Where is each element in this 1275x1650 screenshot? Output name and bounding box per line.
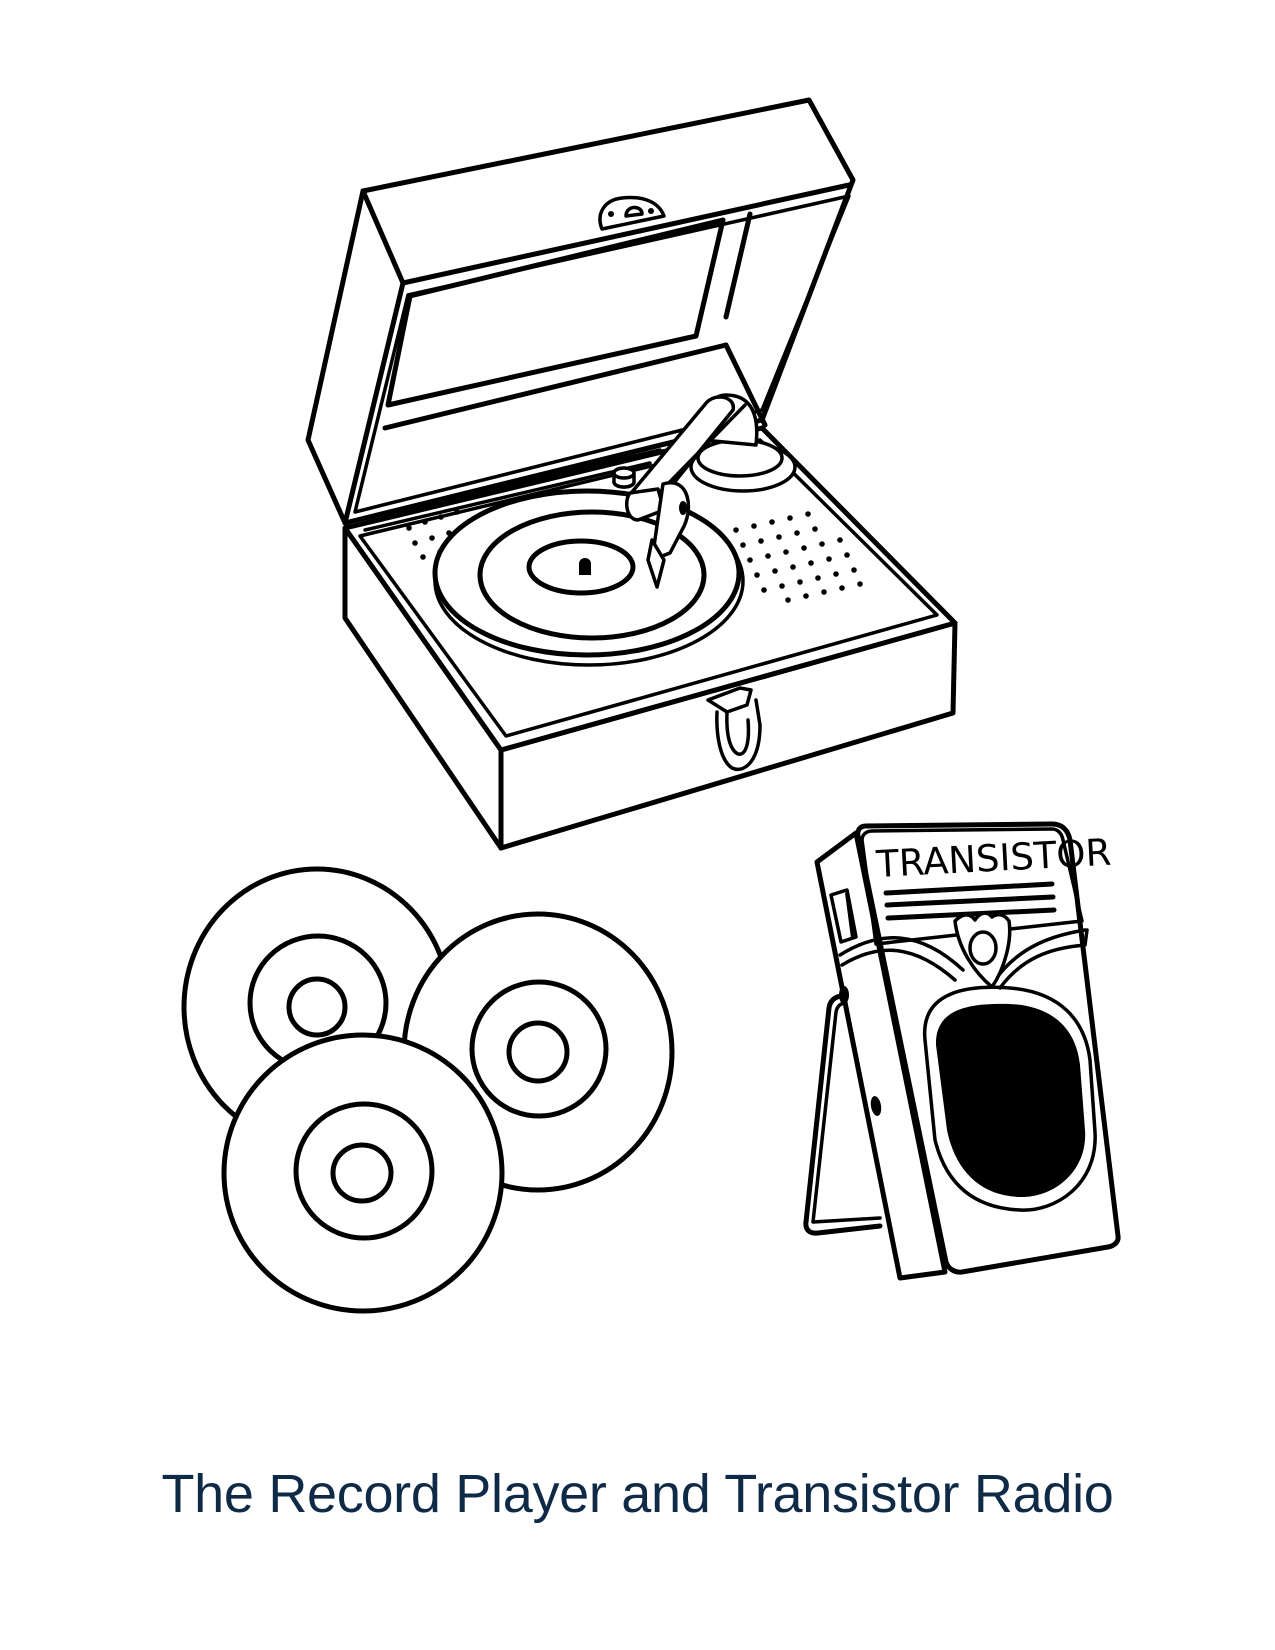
radio-side-knob <box>870 1096 882 1116</box>
record-player <box>305 97 958 851</box>
vinyl-records <box>181 866 675 1314</box>
tonearm <box>624 393 797 589</box>
speaker-grille-left <box>406 509 460 560</box>
speed-knob <box>612 466 636 489</box>
transistor-radio: TRANSISTOR <box>803 821 1121 1281</box>
tuning-dial <box>829 888 858 944</box>
radio-crest-emblem <box>953 911 1012 989</box>
radio-stand-pivot <box>839 986 849 1004</box>
record-front <box>221 1032 505 1314</box>
radio-side <box>814 830 948 1281</box>
page-caption: The Record Player and Transistor Radio <box>161 1464 1114 1524</box>
speaker-grille-right <box>733 511 863 603</box>
front-latch <box>706 686 762 772</box>
radio-speaker-grille <box>923 985 1097 1212</box>
